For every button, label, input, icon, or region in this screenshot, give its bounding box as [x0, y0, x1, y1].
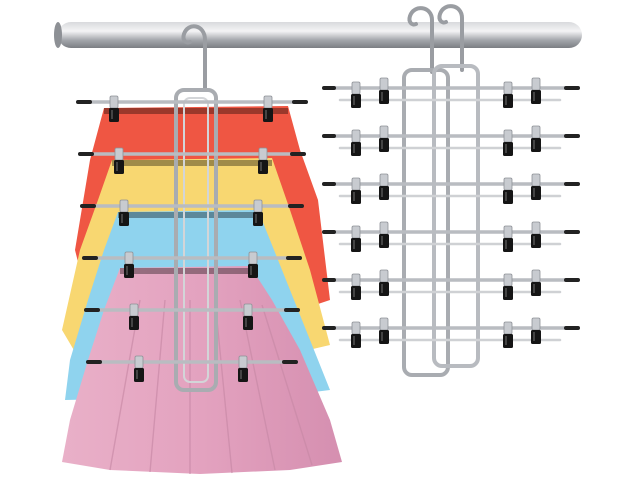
back-hanger-hook-2 — [437, 4, 464, 72]
front-clip-right-2 — [258, 147, 268, 174]
front-hanger-frame — [174, 88, 218, 392]
back-clip-b-5 — [379, 269, 389, 296]
back-clip-c-3 — [503, 177, 513, 204]
front-clip-left-2 — [114, 147, 124, 174]
front-hanger-hook — [181, 24, 207, 90]
back-clip-d-4 — [531, 221, 541, 248]
front-clip-right-6 — [238, 355, 248, 382]
back-clip-b-2 — [379, 125, 389, 152]
back-hangers — [322, 4, 580, 377]
back-clip-c-2 — [503, 129, 513, 156]
back-clip-d-3 — [531, 173, 541, 200]
back-clip-c-4 — [503, 225, 513, 252]
front-clip-left-1 — [109, 95, 119, 122]
back-hanger-hook-1 — [407, 6, 434, 74]
back-clip-d-1 — [531, 77, 541, 104]
back-clip-a-6 — [351, 321, 361, 348]
front-clip-right-3 — [253, 199, 263, 226]
front-clip-left-6 — [134, 355, 144, 382]
back-clip-c-1 — [503, 81, 513, 108]
back-clip-a-5 — [351, 273, 361, 300]
back-clip-a-3 — [351, 177, 361, 204]
back-clip-d-2 — [531, 125, 541, 152]
front-clip-left-3 — [119, 199, 129, 226]
back-clip-b-4 — [379, 221, 389, 248]
back-hanger-frame-1 — [402, 68, 450, 377]
back-clip-b-1 — [379, 77, 389, 104]
back-clip-b-6 — [379, 317, 389, 344]
back-clip-a-4 — [351, 225, 361, 252]
front-clip-left-4 — [124, 251, 134, 278]
back-clip-d-5 — [531, 269, 541, 296]
front-clip-left-5 — [129, 303, 139, 330]
front-clip-right-1 — [263, 95, 273, 122]
back-clip-d-6 — [531, 317, 541, 344]
back-clip-c-6 — [503, 321, 513, 348]
back-hanger-frame-2 — [432, 64, 480, 368]
front-hanger-bars — [76, 95, 308, 382]
front-clip-right-4 — [248, 251, 258, 278]
skirts-group — [62, 106, 342, 474]
back-clip-a-2 — [351, 129, 361, 156]
front-clip-right-5 — [243, 303, 253, 330]
front-hanger — [76, 24, 308, 392]
back-clip-c-5 — [503, 273, 513, 300]
back-hanger-bars — [322, 77, 580, 348]
back-clip-a-1 — [351, 81, 361, 108]
closet-rod — [54, 22, 582, 48]
back-clip-b-3 — [379, 173, 389, 200]
